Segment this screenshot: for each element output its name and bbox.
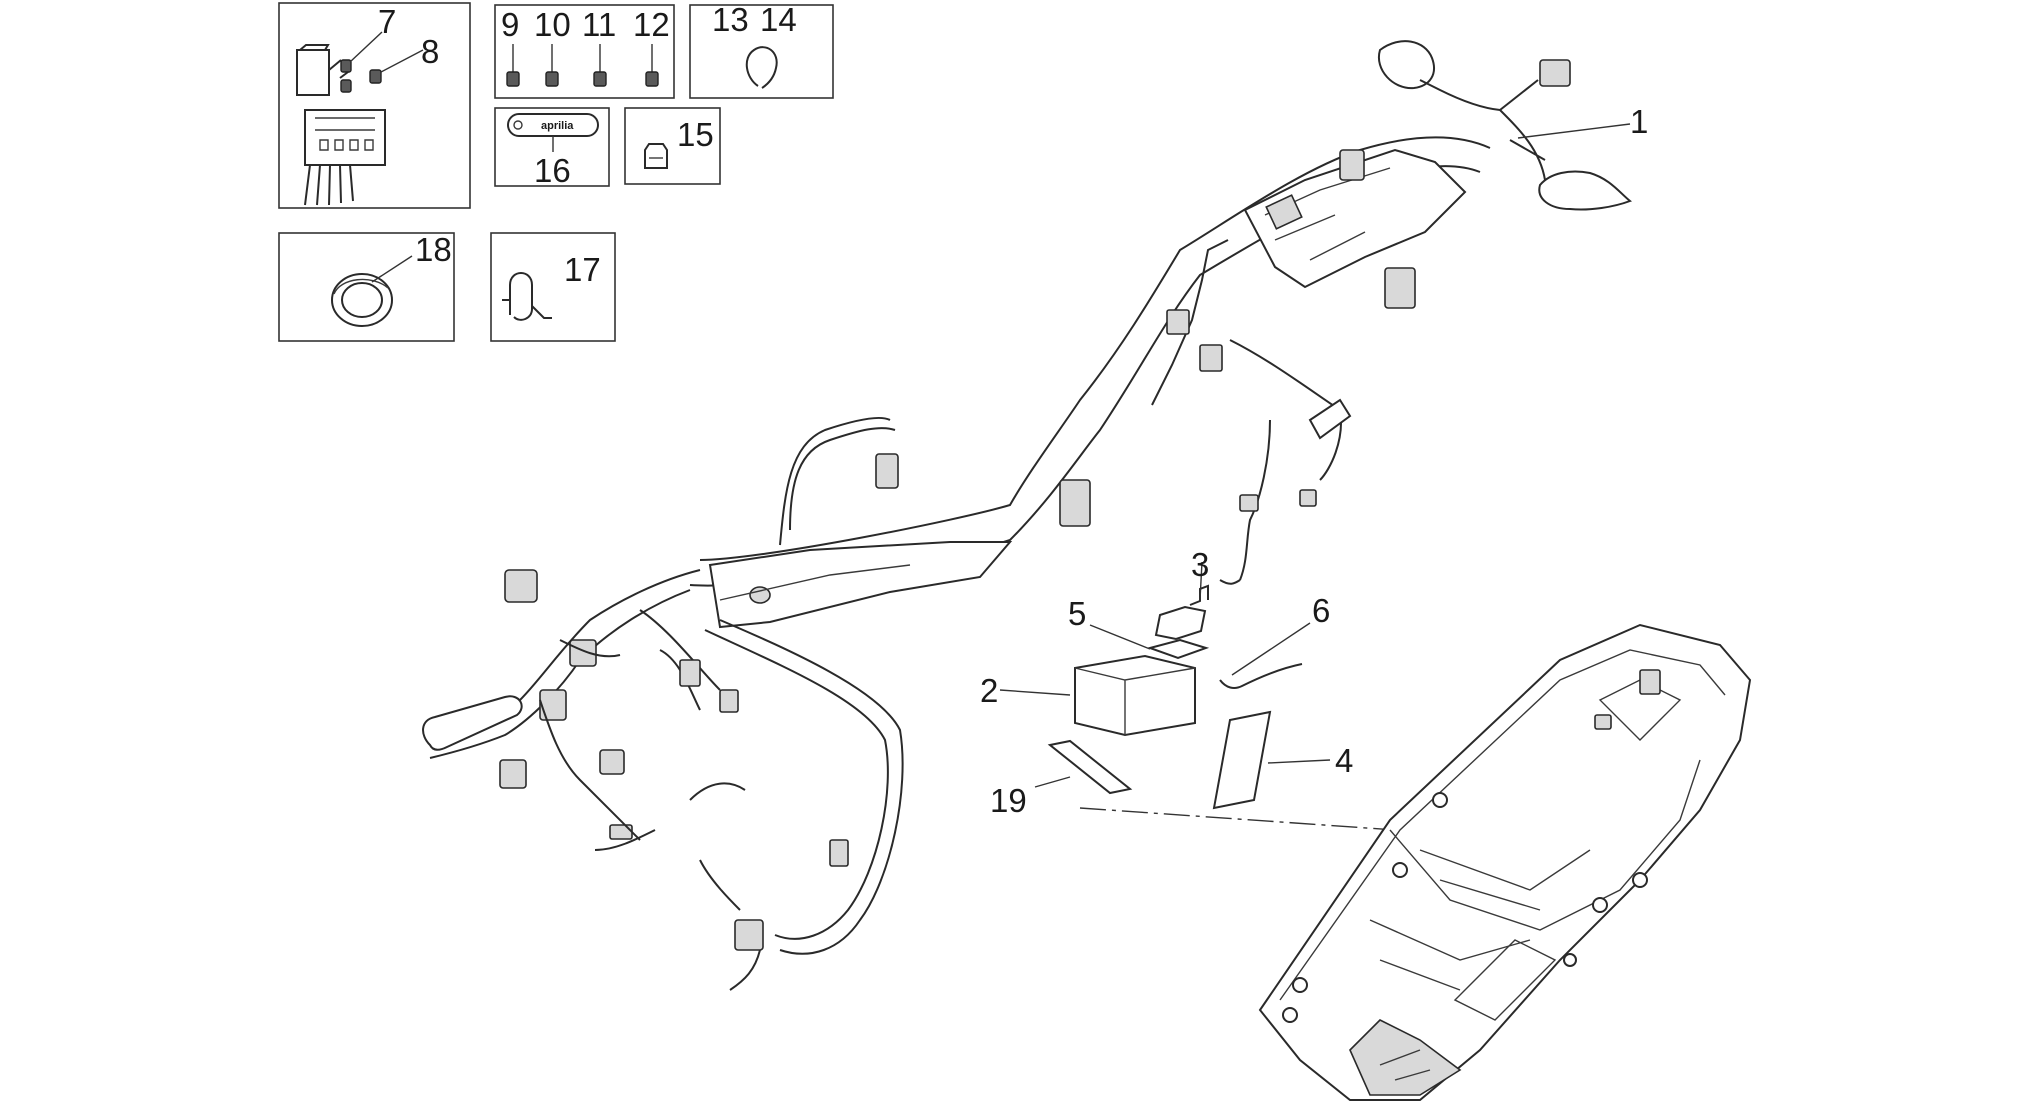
battery-cable xyxy=(1219,663,1303,689)
harness-connector xyxy=(504,569,538,603)
callout-12: 12 xyxy=(633,6,670,43)
turn-signal-left xyxy=(1377,40,1435,90)
callout-10: 10 xyxy=(534,6,571,43)
callout-2: 2 xyxy=(980,672,998,709)
callout-19: 19 xyxy=(990,782,1027,819)
harness-connector xyxy=(539,689,567,721)
turn-signals-group: 1 xyxy=(1377,40,1648,211)
harness-connector xyxy=(499,759,527,789)
battery-plate xyxy=(1146,638,1210,660)
hose-clip-icon xyxy=(745,46,778,89)
callout-14: 14 xyxy=(760,1,797,38)
main-wiring-harness xyxy=(422,136,1491,991)
callout-17: 17 xyxy=(564,251,601,288)
callout-18: 18 xyxy=(415,231,452,268)
harness-mid-sleeve xyxy=(708,541,1013,629)
turn-signal-right xyxy=(1538,170,1632,211)
inset-grommet-18: 18 xyxy=(278,231,455,342)
inset-clamp-17: 17 xyxy=(490,232,616,342)
inset-frame-9-12 xyxy=(494,4,675,99)
undertray-tail-piece xyxy=(1349,1019,1462,1096)
inset-fuse-box: 7 8 xyxy=(278,2,471,209)
callout-16: 16 xyxy=(534,152,571,189)
undertray-body xyxy=(1258,623,1752,1101)
battery-bracket xyxy=(1154,605,1207,641)
callout-3: 3 xyxy=(1191,546,1209,583)
callout-4: 4 xyxy=(1335,742,1353,779)
adhesive-strip xyxy=(1047,739,1133,795)
connector-15-icon xyxy=(644,143,668,169)
battery xyxy=(1074,654,1196,737)
brand-label-text: aprilia xyxy=(541,120,574,132)
battery-group: 2 3 5 6 4 19 xyxy=(980,546,1511,839)
callout-15: 15 xyxy=(677,116,714,153)
harness-connector xyxy=(1384,267,1416,309)
callout-9: 9 xyxy=(501,6,519,43)
fuse-box-body xyxy=(304,109,386,166)
callout-1: 1 xyxy=(1630,103,1648,140)
inset-connector-15: 15 xyxy=(624,107,721,185)
fuse-box-relay xyxy=(296,49,330,96)
rear-undertray xyxy=(1258,623,1752,1101)
inset-frame-7-8 xyxy=(278,2,471,209)
inset-frame-16 xyxy=(494,107,610,187)
callout-6: 6 xyxy=(1312,592,1330,629)
inset-frame-17 xyxy=(490,232,616,342)
inset-frame-18 xyxy=(278,232,455,342)
callout-8: 8 xyxy=(421,33,439,70)
inset-clip-13-14: 13 14 xyxy=(689,1,834,99)
inset-label-16: aprilia 16 xyxy=(494,107,610,189)
harness-connector xyxy=(1265,194,1303,230)
callout-13: 13 xyxy=(712,1,749,38)
fuse-12-icon xyxy=(645,71,659,87)
harness-left-sleeve xyxy=(422,695,523,751)
harness-connector xyxy=(1059,479,1091,527)
inset-frame-13-14 xyxy=(689,4,834,99)
callout-11: 11 xyxy=(582,6,616,43)
inset-fuses-9-12: 9 10 11 12 xyxy=(494,4,675,99)
callout-5: 5 xyxy=(1068,595,1086,632)
fuse-9-icon xyxy=(506,71,520,87)
fuse-11-icon xyxy=(593,71,607,87)
inset-frame-15 xyxy=(624,107,721,185)
rubber-pad xyxy=(1212,710,1272,810)
fuse-10-icon xyxy=(545,71,559,87)
cable-clamp-icon xyxy=(502,272,552,321)
harness-connector xyxy=(1339,149,1365,181)
harness-connector xyxy=(734,919,764,951)
callout-7: 7 xyxy=(378,3,396,40)
